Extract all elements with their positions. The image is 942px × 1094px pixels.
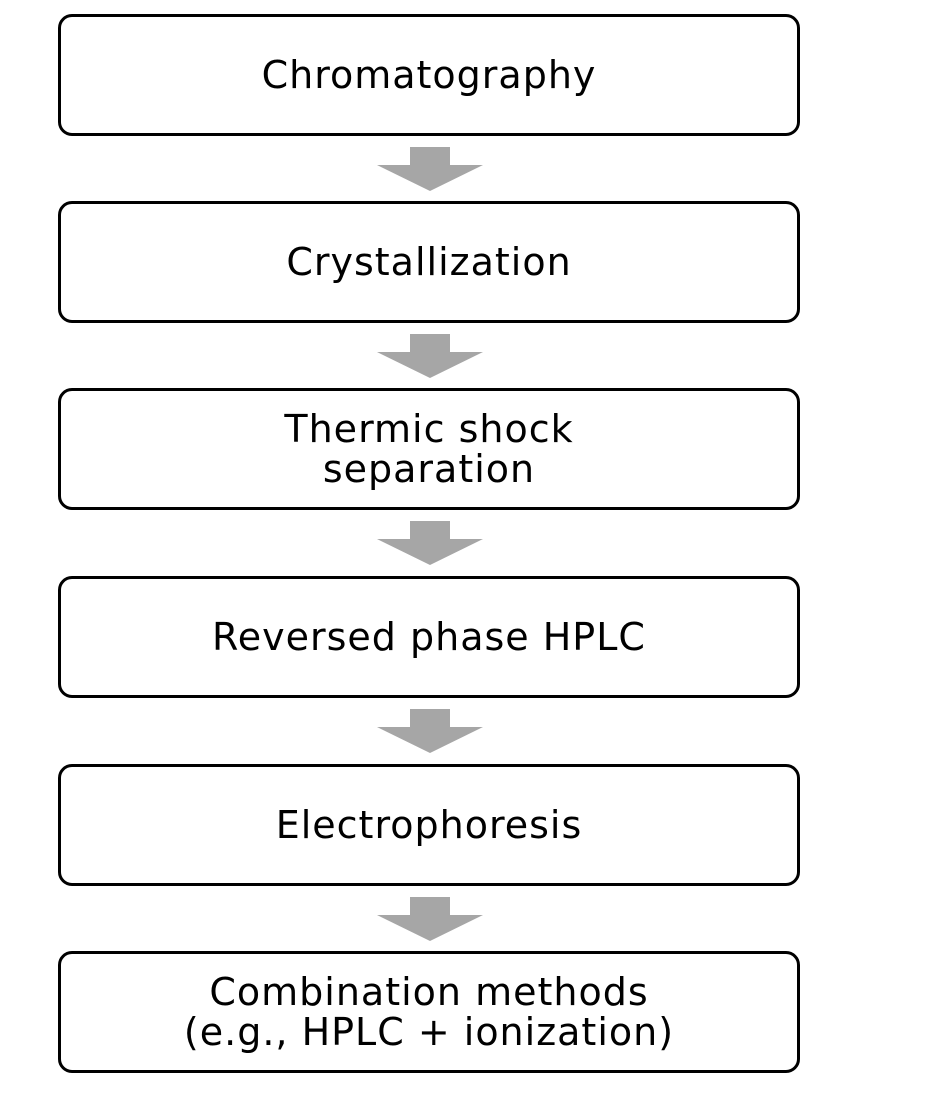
step-label: Reversed phase HPLC: [212, 615, 646, 659]
down-arrow-icon: [377, 709, 483, 753]
step-label: Chromatography: [261, 53, 597, 97]
step-box-reversed-phase-hplc: Reversed phase HPLC: [58, 576, 800, 698]
step-box-thermic-shock-separation: Thermic shock separation: [58, 388, 800, 510]
step-box-combination-methods: Combination methods (e.g., HPLC + ioniza…: [58, 951, 800, 1073]
step-label: Crystallization: [286, 240, 572, 284]
step-label: Electrophoresis: [275, 803, 583, 847]
step-label: Thermic shock separation: [284, 407, 574, 491]
step-box-crystallization: Crystallization: [58, 201, 800, 323]
step-label: Combination methods (e.g., HPLC + ioniza…: [183, 970, 675, 1054]
down-arrow-icon: [377, 334, 483, 378]
step-box-electrophoresis: Electrophoresis: [58, 764, 800, 886]
down-arrow-icon: [377, 897, 483, 941]
down-arrow-icon: [377, 521, 483, 565]
step-box-chromatography: Chromatography: [58, 14, 800, 136]
down-arrow-icon: [377, 147, 483, 191]
